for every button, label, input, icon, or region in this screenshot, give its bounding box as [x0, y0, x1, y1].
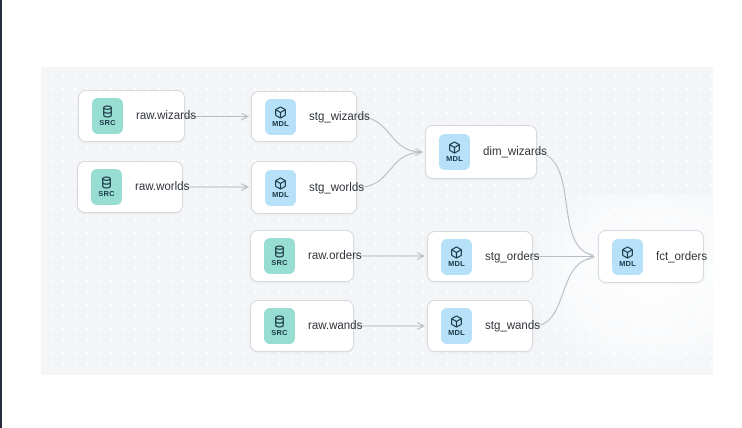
badge-label: MDL — [272, 118, 289, 128]
node-raw-wands[interactable]: SRC raw.wands — [250, 300, 362, 352]
badge-label: SRC — [271, 328, 288, 338]
badge-label: MDL — [446, 154, 463, 164]
node-stg-orders[interactable]: MDL stg_orders — [427, 231, 539, 282]
database-icon — [273, 245, 286, 258]
node-stg-wands[interactable]: MDL stg_wands — [427, 300, 540, 352]
source-badge: SRC — [264, 308, 295, 344]
node-stg-worlds[interactable]: MDL stg_worlds — [251, 161, 364, 214]
node-label: stg_orders — [485, 250, 540, 263]
node-label: dim_wizards — [483, 146, 547, 158]
model-badge: MDL — [265, 169, 296, 206]
node-stg-wizards[interactable]: MDL stg_wizards — [251, 91, 370, 142]
node-label: raw.wizards — [136, 110, 197, 122]
cube-icon — [621, 246, 634, 259]
cube-icon — [450, 246, 463, 259]
badge-label: SRC — [99, 118, 116, 128]
node-label: stg_wands — [485, 320, 540, 332]
edge-stg-wands-to-fct-orders — [532, 257, 594, 327]
badge-label: MDL — [619, 258, 636, 268]
node-fct-orders[interactable]: MDL fct_orders — [598, 230, 708, 283]
source-badge: SRC — [264, 238, 295, 274]
cube-icon — [274, 177, 287, 190]
database-icon — [101, 105, 114, 118]
node-label: fct_orders — [656, 250, 708, 263]
node-label: raw.orders — [308, 250, 362, 262]
cube-icon — [450, 315, 463, 328]
database-icon — [273, 315, 286, 328]
node-label: raw.wands — [308, 320, 363, 332]
model-badge: MDL — [439, 134, 470, 170]
cube-icon — [448, 141, 461, 154]
source-badge: SRC — [92, 98, 123, 134]
lineage-canvas[interactable]: SRC raw.wizards MDL stg_wizards — [41, 67, 742, 375]
window-edge-strip — [0, 0, 2, 428]
cube-icon — [274, 106, 287, 119]
edge-stg-wizards-to-dim-wizards — [356, 115, 422, 153]
model-badge: MDL — [441, 308, 472, 344]
model-badge: MDL — [441, 238, 472, 275]
model-badge: MDL — [265, 98, 296, 135]
node-raw-worlds[interactable]: SRC raw.worlds — [77, 161, 189, 213]
edge-stg-worlds-to-dim-wizards — [356, 151, 423, 189]
badge-label: MDL — [448, 258, 465, 268]
badge-label: MDL — [448, 328, 465, 338]
node-raw-wizards[interactable]: SRC raw.wizards — [78, 90, 196, 142]
badge-label: SRC — [98, 189, 115, 199]
source-badge: SRC — [91, 169, 122, 205]
edge-dim-wizards-to-fct-orders — [536, 151, 594, 256]
database-icon — [100, 176, 113, 189]
node-label: stg_wizards — [309, 110, 370, 123]
model-badge: MDL — [612, 238, 643, 275]
badge-label: SRC — [271, 258, 288, 268]
badge-label: MDL — [272, 189, 289, 199]
node-label: stg_worlds — [309, 181, 364, 194]
node-raw-orders[interactable]: SRC raw.orders — [250, 230, 362, 282]
node-label: raw.worlds — [135, 181, 190, 193]
node-dim-wizards[interactable]: MDL dim_wizards — [425, 125, 547, 179]
